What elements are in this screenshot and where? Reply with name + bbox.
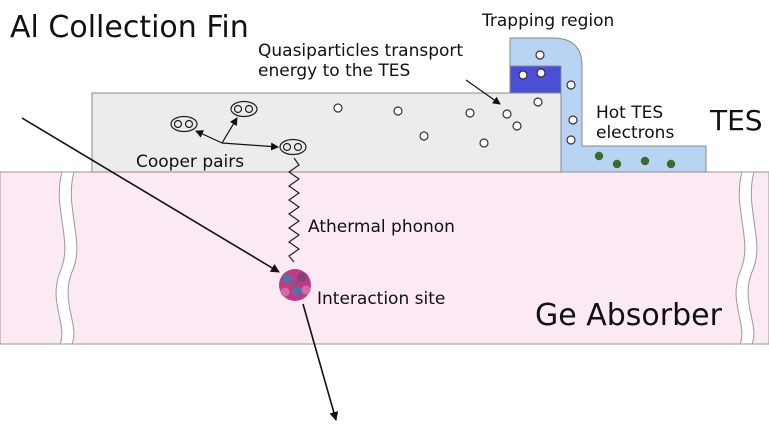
label-trapping-region: Trapping region <box>481 11 614 31</box>
label-tes: TES <box>709 104 763 137</box>
quasiparticle-icon <box>393 106 403 116</box>
label-quasiparticles-2: energy to the TES <box>258 61 410 81</box>
label-quasiparticles-1: Quasiparticles transport <box>258 41 463 61</box>
cooper-pairs <box>170 100 307 156</box>
quasiparticle-icon <box>568 115 578 125</box>
label-athermal-phonon: Athermal phonon <box>308 217 455 237</box>
label-hot-tes-1: Hot TES <box>596 103 663 123</box>
right-break-mark <box>735 171 758 345</box>
label-interaction-site: Interaction site <box>317 289 445 309</box>
al-collection-fin <box>91 92 565 173</box>
transport-arrow <box>465 79 501 105</box>
cooper-pair-arrows <box>195 117 279 151</box>
hot-electron-icon <box>594 151 604 161</box>
quasiparticle-icon <box>465 108 475 118</box>
particle-track-arrow-icon <box>302 303 339 421</box>
hot-electron-icon <box>640 156 650 166</box>
quasiparticle-icon <box>535 50 545 60</box>
quasiparticle-icon <box>333 103 343 113</box>
quasiparticle-icon <box>502 109 512 119</box>
quasiparticle-icon <box>566 135 576 145</box>
quasiparticle-icon <box>518 70 528 80</box>
interaction-site-icon <box>279 269 311 301</box>
particle-track-arrow-icon <box>21 117 280 273</box>
quasiparticle-icon <box>533 97 543 107</box>
hot-electrons <box>594 151 676 169</box>
trap-overlap <box>509 65 562 94</box>
left-break-mark <box>55 171 78 345</box>
quasiparticle-icon <box>512 121 522 131</box>
hot-electron-icon <box>666 159 676 169</box>
label-cooper-pairs: Cooper pairs <box>136 152 244 172</box>
cooper-pair-icon <box>279 138 307 156</box>
ge-absorber <box>0 171 769 345</box>
quasiparticles <box>333 50 578 148</box>
label-ge-absorber: Ge Absorber <box>535 298 723 333</box>
cooper-pair-icon <box>230 100 258 118</box>
cooper-pair-icon <box>170 115 198 133</box>
quasiparticle-icon <box>479 138 489 148</box>
quasiparticle-icon <box>536 68 546 78</box>
phonon-wave-icon <box>287 157 301 263</box>
label-hot-tes-2: electrons <box>596 123 674 143</box>
hot-electron-icon <box>612 159 622 169</box>
page-title: Al Collection Fin <box>10 10 249 45</box>
quasiparticle-icon <box>419 131 429 141</box>
quasiparticle-icon <box>566 80 576 90</box>
